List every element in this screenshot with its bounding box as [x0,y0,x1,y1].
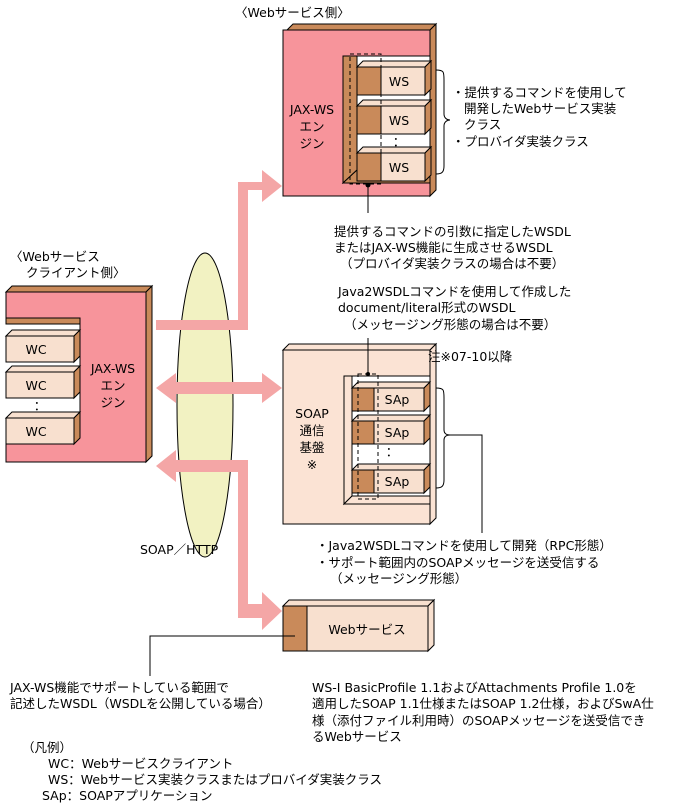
soap-base-line3: 基盤 [299,440,325,455]
arrow-to-server-engine [156,170,282,330]
ws-bullet1-line2: 開発したWebサービス実装 [464,101,616,116]
arrow-to-soap-base [156,373,282,403]
ws-bullet1-line3: クラス [464,117,501,132]
wsi-line3: 様（添付ファイル利用時）のSOAPメッセージを送受信でき [312,713,645,728]
client-engine [4,284,154,464]
client-side-label-1: 〈Webサービス [10,249,100,264]
sap-bullet3: （メッセージング形態） [330,571,467,586]
scope-line1: JAX-WS機能でサポートしている範囲で [9,680,229,695]
note-0710: 注※07-10以降 [428,349,513,364]
client-side-label-2: クライアント側〉 [26,265,126,280]
ws-bullet2: ・プロバイダ実装クラス [452,134,589,149]
server-engine-line1: JAX-WS [289,102,334,117]
ws-box-1 [355,59,433,97]
wc-label-2: WC [25,378,46,393]
ws-bullet1-line1: ・提供するコマンドを使用して [452,85,627,100]
soap-base [281,342,438,526]
soap-base-line2: 通信 [299,423,324,438]
ws-label-3: WS [389,160,409,175]
scope-line2: 記述したWSDL（WSDLを公開している場合） [10,696,271,711]
web-service-box [281,598,436,653]
wc-label-3: WC [25,424,46,439]
wsdl2-line1: Java2WSDLコマンドを使用して作成した [337,284,571,299]
sap-label-1: SAp [385,392,410,407]
arrow-to-web-service [156,450,282,630]
legend-ws: WS：Webサービス実装クラスまたはプロバイダ実装クラス [48,772,382,787]
wsi-line4: るWebサービス [312,729,402,744]
ws-label-2: WS [389,113,409,128]
wc-label-1: WC [25,342,46,357]
client-engine-line3: ジン [100,395,125,410]
ws-box-3 [355,145,433,183]
sap-label-2: SAp [385,425,410,440]
wsdl1-line3: （プロバイダ実装クラスの場合は不要） [340,256,564,271]
ws-label-1: WS [389,74,409,89]
legend-wc: WC：Webサービスクライアント [48,756,233,771]
sap-bullet2: ・サポート範囲内のSOAPメッセージを送受信する [316,555,599,570]
wc-box-2 [4,364,82,400]
ws-box-2 [355,98,433,136]
server-engine-line2: エン [299,119,324,134]
soap-wsdl-dot [366,372,370,376]
wsdl2-line2: document/literal形式のWSDL [338,300,516,315]
web-service-wsdl-leader [149,635,295,676]
wsdl1-line1: 提供するコマンドの引数に指定したWSDL [334,224,571,239]
client-engine-line1: JAX-WS [90,361,135,376]
wc-box-3 [4,410,82,446]
wsi-line1: WS-I BasicProfile 1.1およびAttachments Prof… [312,680,637,695]
wsdl2-line3: （メッセージング形態の場合は不要） [344,317,556,332]
wsdl1-line2: またはJAX-WS機能に生成させるWSDL [334,240,553,255]
client-engine-line2: エン [100,378,125,393]
soap-base-line1: SOAP [295,406,329,421]
sap-dots: ： [386,444,399,459]
legend-sap: SAp：SOAPアプリケーション [42,788,213,803]
server-engine-line3: ジン [299,136,324,151]
web-service-label: Webサービス [328,622,405,637]
wc-dots: ： [34,398,47,413]
sap-brace [435,387,451,489]
wc-box-1 [4,328,82,364]
server-wsdl-dashed-box [349,53,382,185]
soap-http-label: SOAP／HTTP [140,542,219,557]
wsi-line2: 適用したSOAP 1.1仕様またはSOAP 1.2仕様，およびSwA仕 [312,696,654,711]
sap-label-3: SAp [385,474,410,489]
sap-box-1 [350,380,432,413]
sap-box-2 [350,413,432,446]
soap-http-channel [176,252,234,558]
web-service-side-label: 〈Webサービス側〉 [235,5,350,20]
ws-brace [435,69,451,175]
sap-bullet1: ・Java2WSDLコマンドを使用して開発（RPC形態） [316,538,612,553]
arrows [156,170,282,630]
legend-title: （凡例） [22,740,72,755]
sap-brace-leader [450,434,483,533]
ws-dots: ： [393,134,406,149]
soap-base-line4: ※ [307,457,317,472]
